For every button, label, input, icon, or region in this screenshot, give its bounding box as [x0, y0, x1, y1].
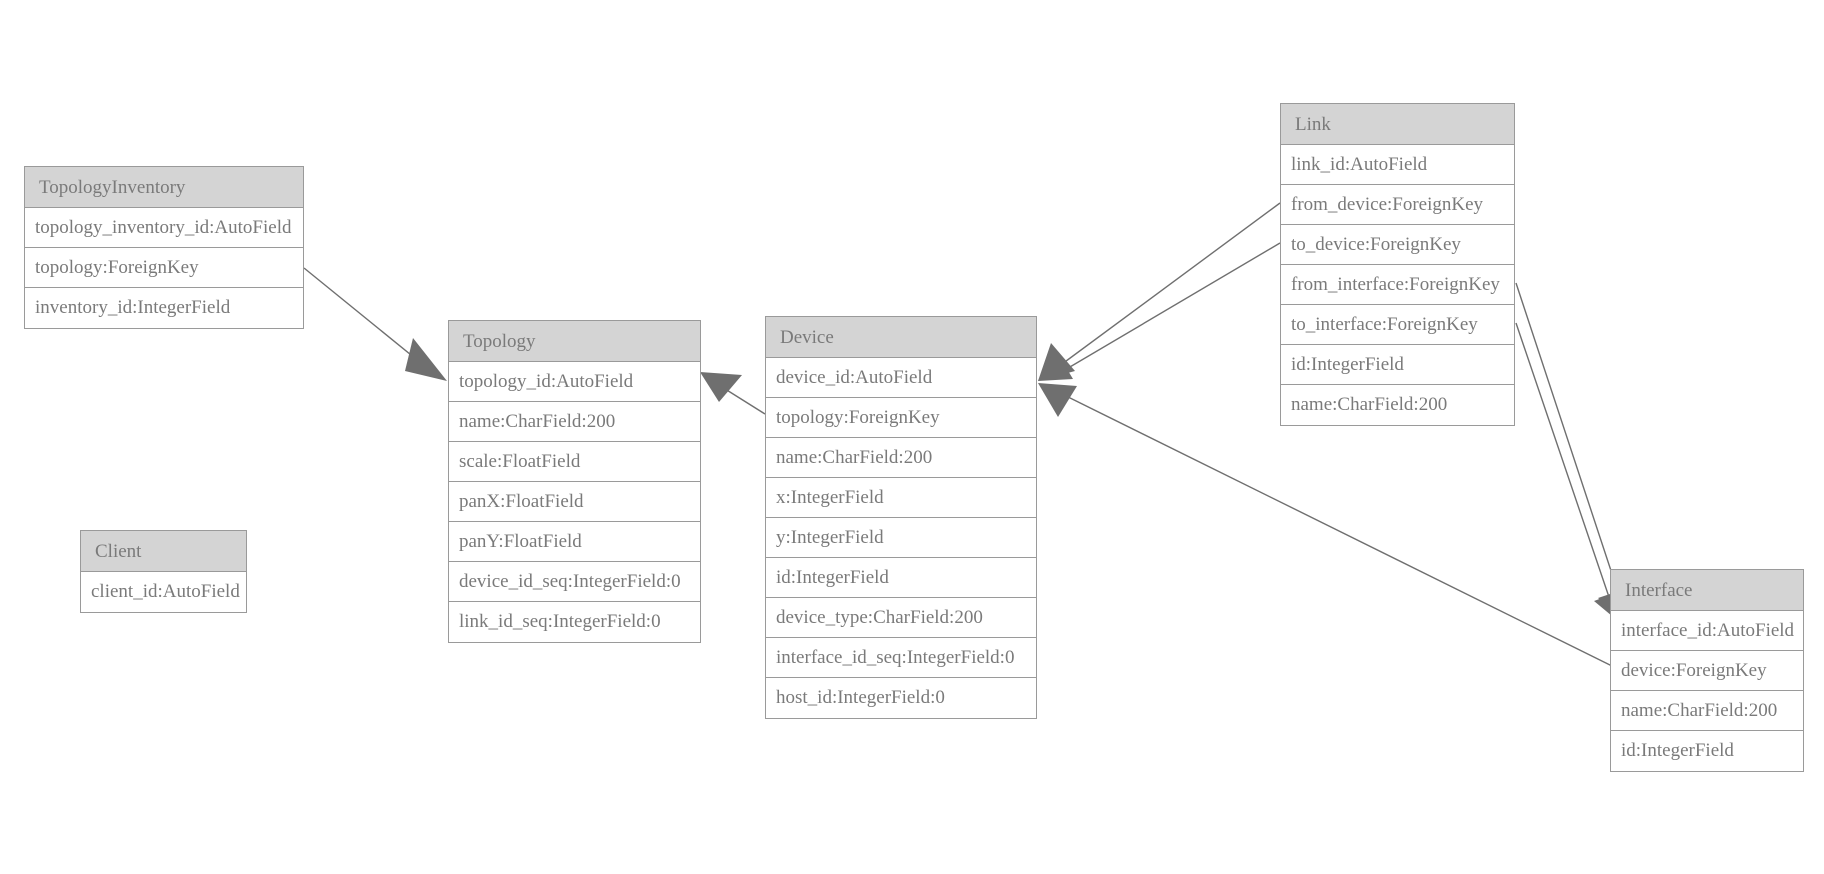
entity-interface[interactable]: Interface interface_id:AutoField device:…: [1610, 569, 1804, 772]
field-row: to_device:ForeignKey: [1281, 225, 1514, 265]
field-row: topology:ForeignKey: [25, 248, 303, 288]
field-row: name:CharField:200: [1611, 691, 1803, 731]
field-row: id:IntegerField: [766, 558, 1036, 598]
field-row: host_id:IntegerField:0: [766, 678, 1036, 718]
field-row: topology_inventory_id:AutoField: [25, 208, 303, 248]
entity-title-link: Link: [1281, 104, 1514, 145]
entity-title-interface: Interface: [1611, 570, 1803, 611]
field-row: interface_id:AutoField: [1611, 611, 1803, 651]
field-row: client_id:AutoField: [81, 572, 246, 612]
entity-title-device: Device: [766, 317, 1036, 358]
field-row: y:IntegerField: [766, 518, 1036, 558]
field-row: panX:FloatField: [449, 482, 700, 522]
relation-link-to-interface-to-interface: [1515, 322, 1624, 626]
field-row: link_id:AutoField: [1281, 145, 1514, 185]
field-row: from_interface:ForeignKey: [1281, 265, 1514, 305]
field-row: topology:ForeignKey: [766, 398, 1036, 438]
entity-topology[interactable]: Topology topology_id:AutoField name:Char…: [448, 320, 701, 643]
field-row: device_id:AutoField: [766, 358, 1036, 398]
field-row: id:IntegerField: [1281, 345, 1514, 385]
field-row: interface_id_seq:IntegerField:0: [766, 638, 1036, 678]
entity-title-client: Client: [81, 531, 246, 572]
entity-title-topologyinventory: TopologyInventory: [25, 167, 303, 208]
entity-device[interactable]: Device device_id:AutoField topology:Fore…: [765, 316, 1037, 719]
field-row: scale:FloatField: [449, 442, 700, 482]
field-row: name:CharField:200: [766, 438, 1036, 478]
relation-link-from-device-to-device: [1038, 202, 1281, 381]
entity-topologyinventory[interactable]: TopologyInventory topology_inventory_id:…: [24, 166, 304, 329]
relation-topologyinventory-to-topology: [303, 267, 447, 381]
field-row: id:IntegerField: [1611, 731, 1803, 771]
field-row: device:ForeignKey: [1611, 651, 1803, 691]
field-row: name:CharField:200: [449, 402, 700, 442]
field-row: panY:FloatField: [449, 522, 700, 562]
field-row: topology_id:AutoField: [449, 362, 700, 402]
entity-client[interactable]: Client client_id:AutoField: [80, 530, 247, 613]
field-row: inventory_id:IntegerField: [25, 288, 303, 328]
field-row: name:CharField:200: [1281, 385, 1514, 425]
relation-device-to-topology: [700, 372, 766, 415]
field-row: device_id_seq:IntegerField:0: [449, 562, 700, 602]
field-row: link_id_seq:IntegerField:0: [449, 602, 700, 642]
field-row: device_type:CharField:200: [766, 598, 1036, 638]
entity-link[interactable]: Link link_id:AutoField from_device:Forei…: [1280, 103, 1515, 426]
field-row: to_interface:ForeignKey: [1281, 305, 1514, 345]
relation-link-to-device-to-device: [1038, 242, 1281, 381]
field-row: x:IntegerField: [766, 478, 1036, 518]
entity-title-topology: Topology: [449, 321, 700, 362]
field-row: from_device:ForeignKey: [1281, 185, 1514, 225]
